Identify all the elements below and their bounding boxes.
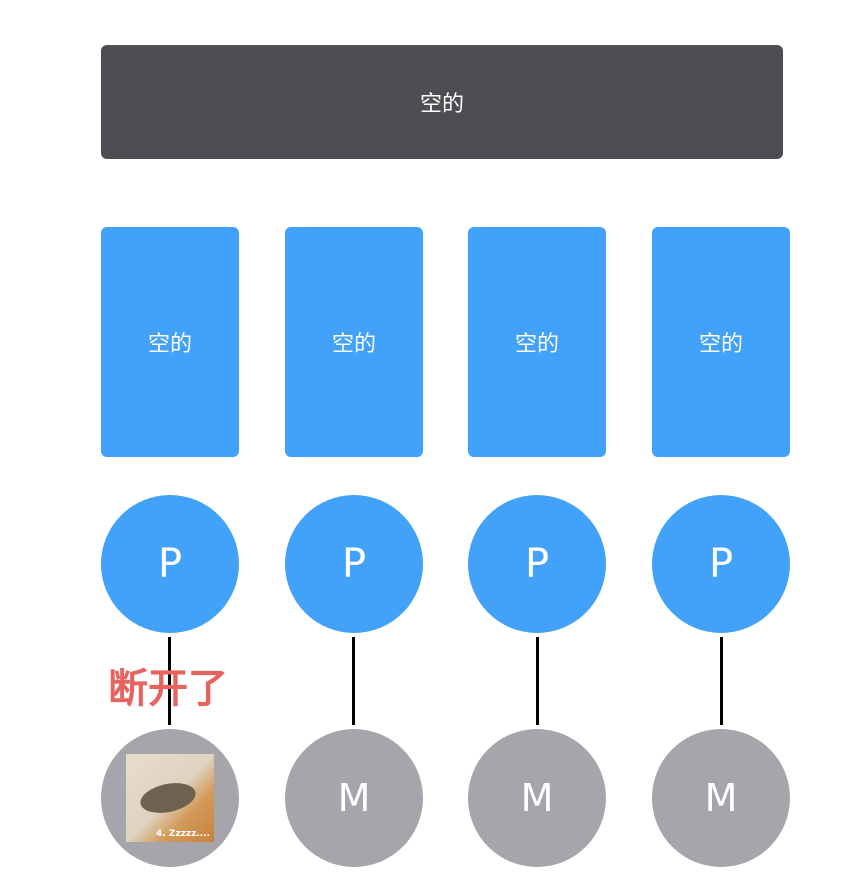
processor-node-4: P (652, 495, 790, 633)
connector-line-3 (536, 637, 539, 725)
disconnected-annotation: 断开了 (108, 666, 228, 712)
machine-node-3: M (468, 729, 606, 867)
local-queue-2: 空的 (285, 227, 423, 457)
m-label: M (704, 776, 738, 820)
p-label: P (157, 541, 183, 587)
queue-label: 空的 (514, 332, 559, 357)
connector-line-2 (352, 637, 355, 725)
queue-label: 空的 (331, 332, 376, 357)
processor-node-1: P (101, 495, 239, 633)
global-queue: 空的 (101, 45, 783, 159)
p-label: P (341, 541, 367, 587)
processor-node-2: P (285, 495, 423, 633)
local-queue-3: 空的 (468, 227, 606, 457)
sleeping-cat-image: 4. Zzzzz.... (126, 754, 214, 842)
m-label: M (520, 776, 554, 820)
machine-node-4: M (652, 729, 790, 867)
queue-label: 空的 (698, 332, 743, 357)
global-queue-label: 空的 (419, 92, 464, 117)
processor-node-3: P (468, 495, 606, 633)
local-queue-4: 空的 (652, 227, 790, 457)
cat-caption: 4. Zzzzz.... (156, 829, 210, 839)
p-label: P (524, 541, 550, 587)
m-label: M (337, 776, 371, 820)
connector-line-1 (168, 637, 171, 725)
connector-line-4 (720, 637, 723, 725)
p-label: P (708, 541, 734, 587)
machine-node-2: M (285, 729, 423, 867)
local-queue-1: 空的 (101, 227, 239, 457)
queue-label: 空的 (147, 332, 192, 357)
